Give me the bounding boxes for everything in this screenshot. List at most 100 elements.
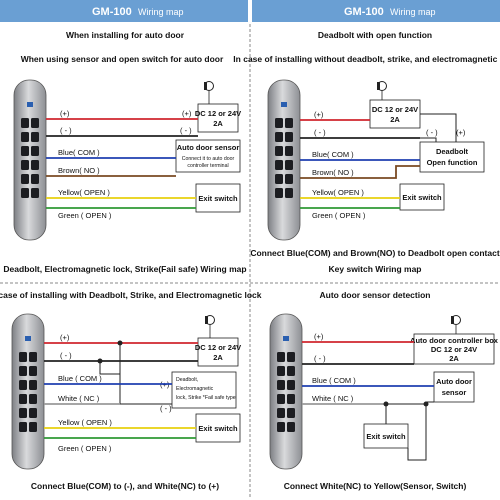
p1-blue-label: Blue( COM ): [58, 148, 100, 157]
keypad-key: [31, 160, 39, 170]
device-logo: [281, 102, 287, 107]
keypad-key: [275, 160, 283, 170]
p2-blue-label: Blue( COM ): [312, 150, 354, 159]
p3-power-line2: 2A: [213, 353, 223, 362]
keypad-key: [29, 408, 37, 418]
p3-minus-label: ( - ): [60, 351, 72, 360]
p4-sensor-line1: Auto door: [436, 377, 472, 386]
p1-power-box: [197, 103, 239, 133]
p3-power-plug-icon: [205, 315, 215, 325]
p3-caption: Connect Blue(COM) to (-), and White(NC) …: [31, 481, 219, 491]
keypad-key: [277, 352, 285, 362]
p3-yellow-label: Yellow ( OPEN ): [58, 418, 112, 427]
p2-heading: Deadbolt with open function: [318, 30, 432, 40]
header-subtitle-right: Wiring map: [390, 7, 436, 17]
p1-plus-label: (+): [60, 109, 70, 118]
keypad-key: [277, 408, 285, 418]
p1-box-plus: (+): [182, 109, 192, 118]
p4-exit-switch-box: [363, 423, 409, 449]
keypad-key: [285, 188, 293, 198]
p1-yellow-label: Yellow( OPEN ): [58, 188, 110, 197]
keypad-key: [29, 352, 37, 362]
p4-power-line1: Auto door controller box: [410, 336, 499, 345]
p2-keypad-device: [267, 79, 301, 241]
keypad-key: [31, 174, 39, 184]
p4-heading: Key switch Wiring map: [329, 264, 422, 274]
keypad-key: [31, 146, 39, 156]
p4-switch-lead-2: [407, 404, 427, 461]
keypad-key: [275, 118, 283, 128]
keypad-key: [275, 146, 283, 156]
keypad-key: [287, 422, 295, 432]
p3-green-label: Green ( OPEN ): [58, 444, 112, 453]
p3-keypad-device: [11, 313, 45, 470]
p4-sensor-lead: [386, 401, 434, 405]
p2-exit-switch-label: Exit switch: [402, 193, 442, 202]
header-bar-left: [0, 0, 248, 22]
p1-minus-label: ( - ): [60, 126, 72, 135]
p1-subheading: When using sensor and open switch for au…: [21, 54, 224, 64]
p2-power-plug-icon: [377, 81, 387, 91]
p4-subheading: Auto door sensor detection: [320, 290, 431, 300]
keypad-key: [287, 394, 295, 404]
p3-heading: Deadbolt, Electromagnetic lock, Strike(F…: [3, 264, 246, 274]
p3-lock-line1: Deadbolt,: [176, 377, 198, 383]
p2-deadbolt-line1: Deadbolt: [436, 147, 469, 156]
keypad-key: [285, 132, 293, 142]
p1-keypad-device: [13, 79, 47, 241]
p4-power-line2: DC 12 or 24V: [431, 345, 477, 354]
p3-lock-box: [171, 371, 237, 409]
p3-power-box: [197, 337, 239, 367]
p4-controller-box: [413, 333, 495, 365]
keypad-key: [31, 118, 39, 128]
p3-blue-label: Blue ( COM ): [58, 374, 102, 383]
keypad-key: [21, 118, 29, 128]
keypad-key: [21, 160, 29, 170]
p2-green-label: Green ( OPEN ): [312, 211, 366, 220]
p3-plus-jumper: [119, 343, 172, 405]
keypad-key: [275, 132, 283, 142]
p1-power-line1: DC 12 or 24V: [195, 109, 241, 118]
p4-power-line3: 2A: [449, 354, 459, 363]
p1-autodoor-box: [175, 139, 241, 173]
keypad-key: [287, 380, 295, 390]
keypad-key: [285, 174, 293, 184]
p1-autodoor-note1: Connect it to auto door: [182, 156, 235, 162]
p3-minus-jumper: [99, 361, 120, 375]
keypad-key: [21, 132, 29, 142]
p4-keypad-device: [269, 313, 303, 470]
p3-exit-switch-box: [195, 413, 241, 443]
keypad-key: [19, 408, 27, 418]
p3-box-minus: ( - ): [160, 404, 172, 413]
p4-exit-switch-label: Exit switch: [366, 432, 406, 441]
p3-plus-label: (+): [60, 333, 70, 342]
p1-exit-switch-box: [195, 183, 241, 213]
p1-power-plug-icon: [204, 81, 214, 91]
keypad-key: [275, 174, 283, 184]
header-subtitle-left: Wiring map: [138, 7, 184, 17]
p3-exit-switch-label: Exit switch: [198, 424, 238, 433]
keypad-key: [19, 394, 27, 404]
p2-box-minus: ( - ): [426, 128, 438, 137]
p2-plus-lead: [420, 113, 457, 142]
header-bar-right: [252, 0, 500, 22]
keypad-key: [287, 352, 295, 362]
keypad-key: [285, 118, 293, 128]
p3-junction-2: [97, 358, 103, 364]
p1-brown-label: Brown( NO ): [58, 166, 100, 175]
p4-power-plug-icon: [451, 315, 461, 325]
p3-junction-1: [117, 340, 123, 346]
keypad-key: [285, 146, 293, 156]
p2-power-line1: DC 12 or 24V: [372, 105, 418, 114]
keypad-key: [19, 352, 27, 362]
p4-caption: Connect White(NC) to Yellow(Sensor, Swit…: [284, 481, 467, 491]
keypad-key: [21, 174, 29, 184]
p1-heading: When installing for auto door: [66, 30, 185, 40]
header-title-right: GM-100: [344, 6, 384, 18]
p4-sensor-box: [433, 371, 475, 403]
device-logo: [27, 102, 33, 107]
keypad-key: [277, 366, 285, 376]
keypad-key: [29, 422, 37, 432]
keypad-key: [19, 366, 27, 376]
